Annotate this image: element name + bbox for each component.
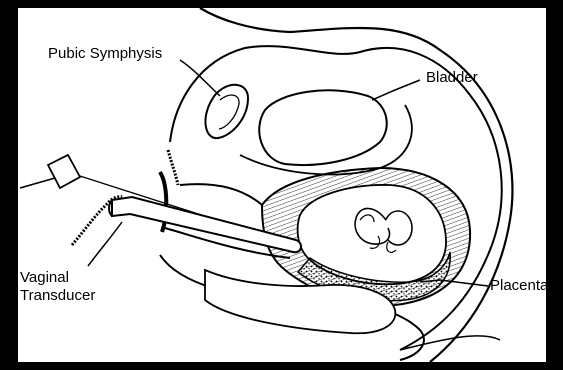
label-placenta: Placenta [490,277,549,294]
label-pubic-symphysis: Pubic Symphysis [48,45,162,62]
frame-top [0,0,563,8]
label-bladder: Bladder [426,69,478,86]
frame-left [0,0,18,370]
frame-bottom [0,362,563,370]
label-vaginal: Vaginal [20,269,69,286]
label-transducer: Transducer [20,287,95,304]
frame-right [546,0,563,370]
